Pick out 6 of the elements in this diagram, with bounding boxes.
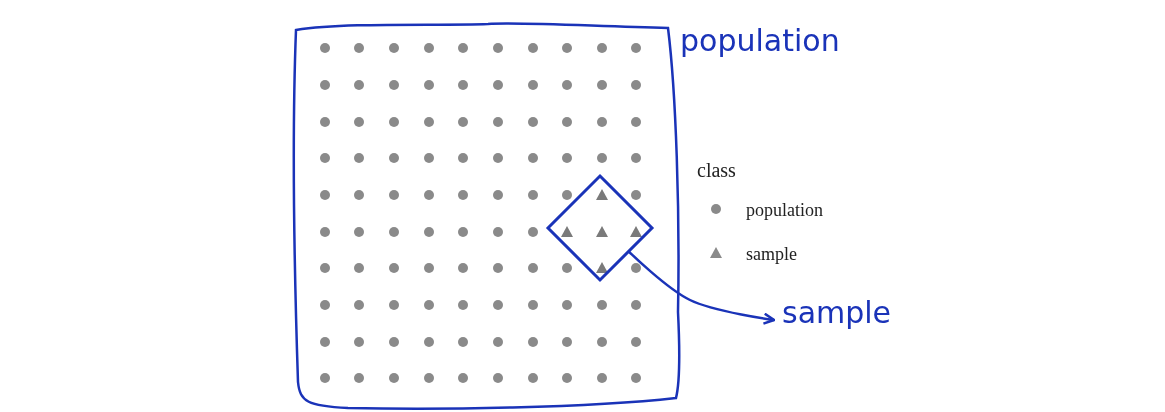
- arrow: [627, 250, 776, 325]
- legend-label: sample: [746, 245, 797, 263]
- legend-title: class: [697, 160, 736, 180]
- handwritten-label: sample: [782, 298, 892, 328]
- legend-label: population: [746, 201, 823, 219]
- handwritten-label: population: [680, 26, 840, 56]
